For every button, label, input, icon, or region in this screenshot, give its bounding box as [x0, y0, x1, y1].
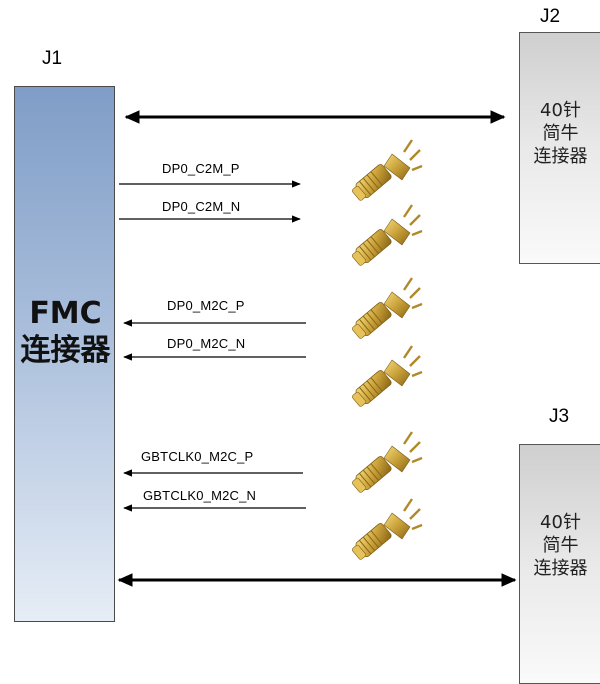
- signal-label: DP0_M2C_P: [167, 298, 245, 313]
- signal-label: DP0_C2M_N: [162, 199, 240, 214]
- sma-connector-icon: [350, 140, 422, 203]
- sma-connector-icon: [350, 346, 422, 409]
- sma-connector-icon: [350, 205, 422, 268]
- signal-label: GBTCLK0_M2C_N: [143, 488, 256, 503]
- signal-label: DP0_C2M_P: [162, 161, 240, 176]
- sma-connector-icon: [350, 278, 422, 341]
- signal-label: DP0_M2C_N: [167, 336, 245, 351]
- signal-label: GBTCLK0_M2C_P: [141, 449, 253, 464]
- sma-connector-icon: [350, 432, 422, 495]
- sma-connector-icon: [350, 499, 422, 562]
